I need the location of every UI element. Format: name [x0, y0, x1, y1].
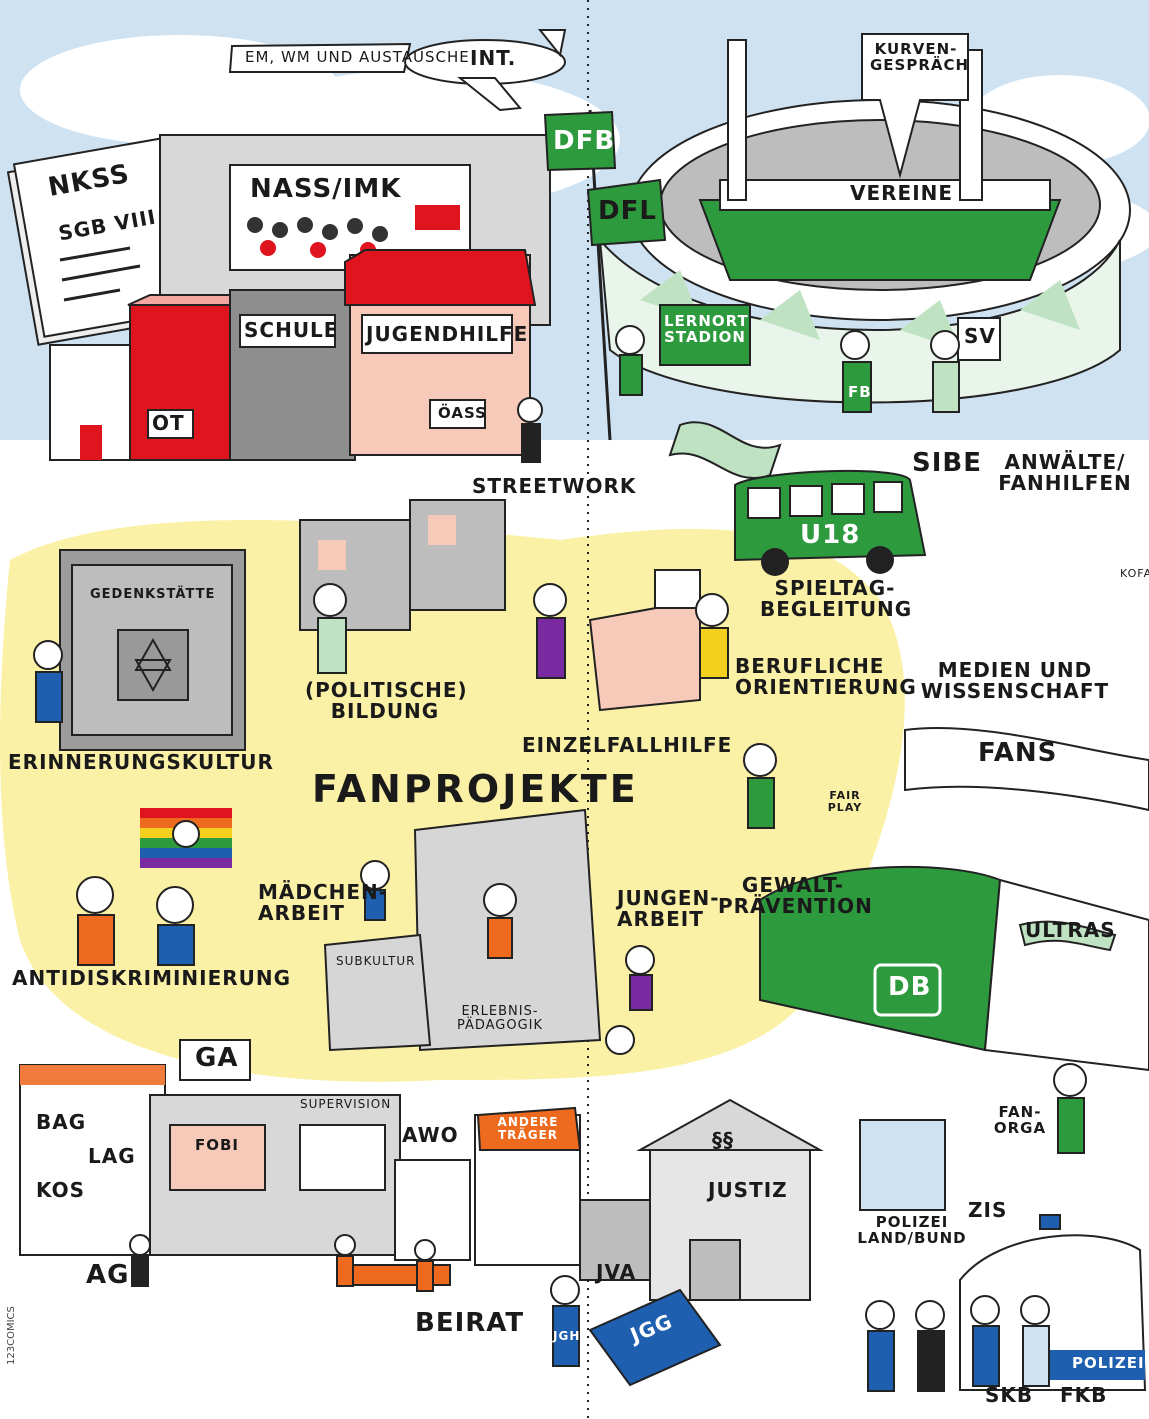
- fobi-label: FOBI: [195, 1136, 240, 1154]
- db-label: DB: [888, 972, 932, 1002]
- fans-banner: [904, 727, 1149, 812]
- lag-label: LAG: [88, 1144, 136, 1168]
- bag-label: BAG: [36, 1110, 87, 1134]
- rainbow-flag: [140, 808, 232, 868]
- bildung-label: (POLITISCHE) BILDUNG: [305, 678, 468, 723]
- gewalt-label: GEWALT-PRÄVENTION: [718, 873, 873, 918]
- jva-label: JVA: [596, 1260, 637, 1284]
- jgh-label: JGH: [553, 1329, 581, 1343]
- police-van: [959, 1214, 1147, 1391]
- ot-label: OT: [152, 411, 185, 435]
- paragraph-label: §§: [712, 1128, 734, 1152]
- supervision-label: SUPERVISION: [300, 1097, 392, 1111]
- polizei-label: POLIZEI LAND/BUND: [857, 1213, 967, 1247]
- kurvengespraech-label: KURVEN-GESPRÄCH: [870, 40, 970, 74]
- sibe-label: SIBE: [912, 448, 982, 478]
- streetwork-label: STREETWORK: [472, 474, 637, 498]
- nkss-document: [6, 137, 194, 346]
- jungenarbeit-label: JUNGEN-ARBEIT: [617, 886, 720, 931]
- speech-arrow: [861, 33, 969, 179]
- schule-label: SCHULE: [244, 318, 339, 342]
- plane-label: INT.: [470, 46, 517, 70]
- subkultur-label: SUBKULTUR: [336, 954, 416, 968]
- andere-traeger-label: ANDERE TRÄGER: [497, 1115, 559, 1142]
- people: [33, 325, 1087, 1392]
- fairplay-label: FAIR PLAY: [827, 789, 863, 814]
- fb-shirt-label: FB: [848, 383, 872, 401]
- dfl-flag-label: DFL: [598, 196, 657, 226]
- u18-label: U18: [800, 520, 861, 550]
- berufliche-label: BERUFLICHE ORIENTIERUNG: [735, 654, 917, 699]
- u18-bus: [668, 421, 927, 576]
- fans-label: FANS: [978, 738, 1058, 768]
- ga-label: GA: [195, 1043, 239, 1073]
- gedenkstaette-label: GEDENKSTÄTTE: [90, 587, 216, 602]
- medien-label: MEDIEN UND WISSENSCHAFT: [920, 658, 1110, 703]
- awo-label: AWO: [402, 1123, 459, 1147]
- kofas-label: KOFAS: [1120, 567, 1149, 580]
- lernort-sign: [659, 304, 751, 366]
- info-boards: [299, 499, 506, 631]
- desk: [588, 598, 701, 712]
- ag-label: AG: [86, 1260, 130, 1290]
- houses-row: [49, 249, 537, 461]
- antidiskriminierung-label: ANTIDISKRIMINIERUNG: [12, 966, 292, 990]
- spieltag-label: SPIELTAG-BEGLEITUNG: [760, 576, 913, 621]
- erinnerungskultur-label: ERINNERUNGSKULTUR: [8, 750, 274, 774]
- lernort-label: LERNORT STADION: [664, 312, 749, 346]
- dfb-flag-label: DFB: [553, 126, 616, 156]
- polizei-car-label: POLIZEI: [1072, 1354, 1145, 1372]
- sv-label: SV: [964, 324, 996, 348]
- airplane: [228, 29, 567, 112]
- ministry-building: [159, 134, 551, 326]
- memorial: [59, 549, 246, 751]
- credit-label: 123COMICS: [6, 1306, 17, 1365]
- maedchenarbeit-label: MÄDCHEN-ARBEIT: [258, 880, 389, 925]
- skb-label: SKB: [985, 1383, 1034, 1407]
- anwaelte-label: ANWÄLTE/ FANHILFEN: [998, 450, 1132, 495]
- ribbon-label: EM, WM UND AUSTAUSCHE: [245, 48, 470, 66]
- nass-imk-label: NASS/IMK: [250, 174, 402, 204]
- jugendhilfe-label: JUGENDHILFE: [366, 322, 529, 346]
- justiz-label: JUSTIZ: [708, 1178, 788, 1202]
- beirat-label: BEIRAT: [415, 1308, 525, 1338]
- zis-label: ZIS: [968, 1198, 1008, 1222]
- justice-building: [579, 1098, 946, 1301]
- jgg-book: [588, 1288, 722, 1387]
- db-train: [759, 865, 1149, 1072]
- computer-monitor: [654, 569, 701, 609]
- kos-label: KOS: [36, 1178, 86, 1202]
- ultras-label: ULTRAS: [1025, 918, 1116, 942]
- erlebnispaedagogik-label: ERLEBNIS-PÄDAGOGIK: [456, 1004, 544, 1033]
- vereine-label: VEREINE: [850, 181, 954, 205]
- flags: [543, 109, 667, 441]
- einzelfallhilfe-label: EINZELFALLHILFE: [522, 733, 733, 757]
- main-title: FANPROJEKTE: [312, 767, 639, 811]
- oass-label: ÖASS: [438, 404, 487, 422]
- fanorga-label: FAN-ORGA: [993, 1103, 1047, 1137]
- fkb-label: FKB: [1060, 1383, 1108, 1407]
